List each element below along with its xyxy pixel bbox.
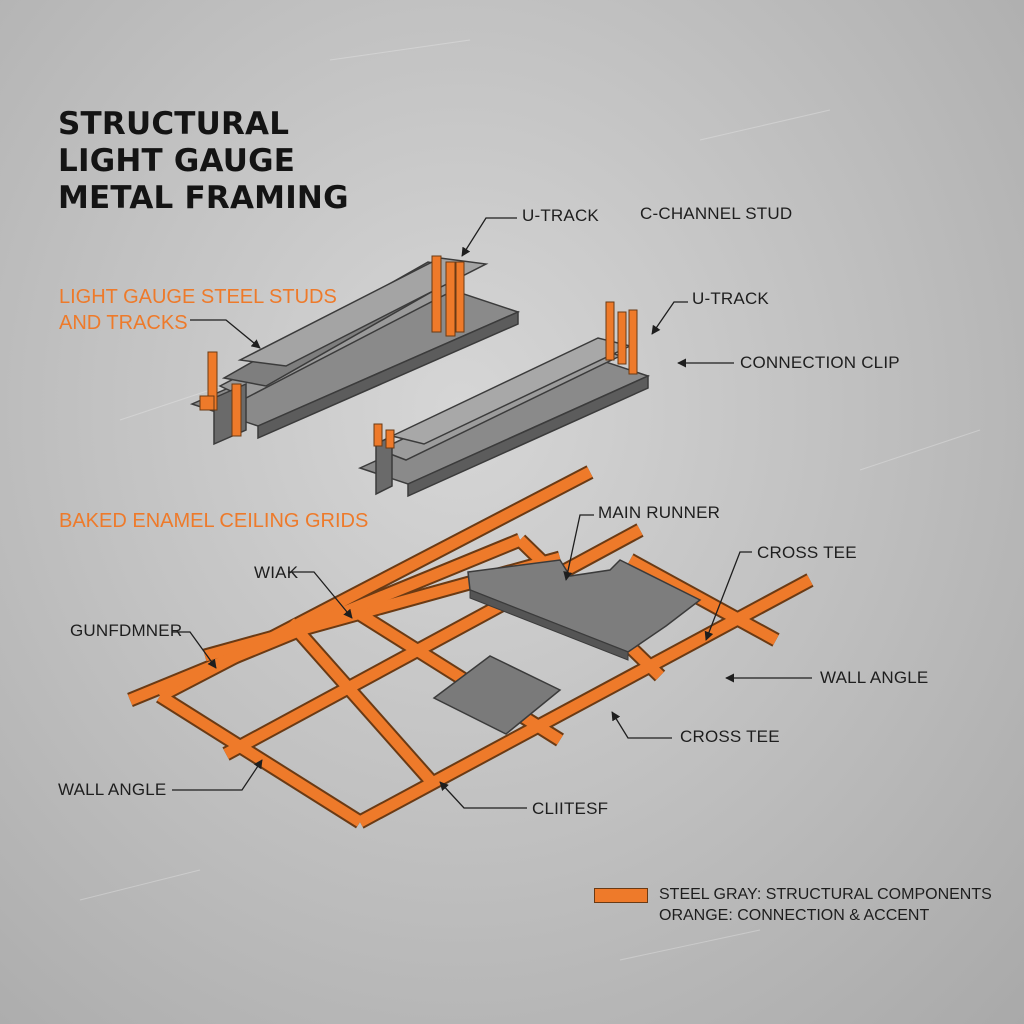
label-wall-angle-right: WALL ANGLE — [820, 668, 929, 687]
page-title: STRUCTURAL LIGHT GAUGE METAL FRAMING — [58, 106, 349, 217]
legend-orange-swatch — [594, 888, 648, 903]
section-studs-line-1: LIGHT GAUGE STEEL STUDS — [59, 286, 337, 308]
label-wall-angle-left: WALL ANGLE — [58, 780, 167, 799]
label-connection-clip: CONNECTION CLIP — [740, 353, 900, 372]
label-u-track-top: U-TRACK — [522, 206, 599, 225]
label-cliitesf: CLIITESF — [532, 799, 609, 818]
label-gunfdmner: GUNFDMNER — [70, 621, 183, 640]
legend-line-2: ORANGE: CONNECTION & ACCENT — [659, 907, 930, 924]
label-wiak: WIAK — [254, 563, 299, 582]
section-ceiling-heading: BAKED ENAMEL CEILING GRIDS — [59, 510, 369, 532]
main-runner-plate-edge — [469, 589, 629, 661]
legend: STEEL GRAY: STRUCTURAL COMPONENTS ORANGE… — [659, 884, 992, 926]
stud-track-assembly-right — [357, 301, 651, 498]
label-cross-tee-top: CROSS TEE — [757, 543, 857, 562]
section-studs-line-2: AND TRACKS — [59, 312, 188, 334]
stud-track-assembly-left — [189, 255, 521, 446]
label-u-track-right: U-TRACK — [692, 289, 769, 308]
leader-lines — [172, 217, 812, 809]
section-studs-heading: LIGHT GAUGE STEEL STUDS AND TRACKS — [59, 284, 337, 336]
label-cross-tee-bottom: CROSS TEE — [680, 727, 780, 746]
title-line-3: METAL FRAMING — [58, 180, 349, 216]
title-line-2: LIGHT GAUGE — [58, 143, 296, 179]
ceiling-panel — [432, 655, 562, 735]
legend-line-1: STEEL GRAY: STRUCTURAL COMPONENTS — [659, 886, 992, 903]
label-c-channel-stud: C-CHANNEL STUD — [640, 204, 793, 223]
title-line-1: STRUCTURAL — [58, 106, 290, 142]
label-main-runner: MAIN RUNNER — [598, 503, 721, 522]
